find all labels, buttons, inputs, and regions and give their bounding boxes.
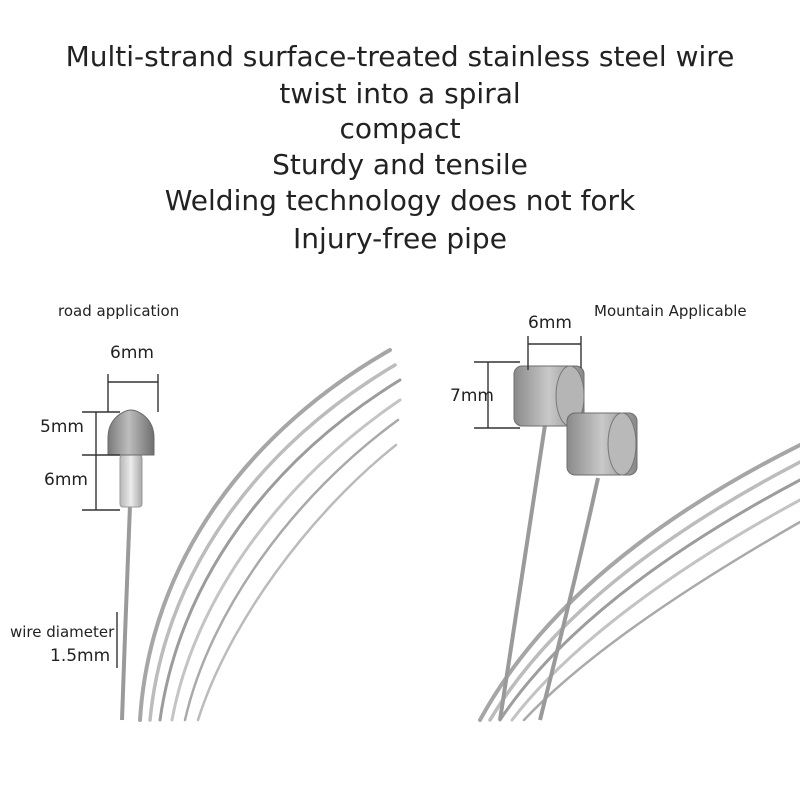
headline-line-4: Sturdy and tensile xyxy=(272,148,528,181)
mountain-cable-end-1 xyxy=(513,365,585,427)
headline-line-6: Injury-free pipe xyxy=(293,222,507,255)
road-head-width-label: 6mm xyxy=(110,343,154,363)
headline-line-5: Welding technology does not fork xyxy=(164,184,636,217)
mountain-cable-coil xyxy=(478,443,800,722)
mountain-dimension-lines xyxy=(474,336,582,429)
headline-line-2: twist into a spiral xyxy=(279,77,521,110)
wire-diameter-label: wire diameter xyxy=(10,623,115,641)
headline-line-3: compact xyxy=(339,112,461,145)
mountain-head-height-label: 7mm xyxy=(450,386,494,406)
road-dimension-lines xyxy=(82,374,159,668)
mountain-head-width-label: 6mm xyxy=(528,313,572,333)
mountain-cable-end-2 xyxy=(566,412,638,476)
road-neck-height-label: 6mm xyxy=(44,470,88,490)
mountain-cable-wire-2 xyxy=(538,477,600,721)
road-application-title: road application xyxy=(58,302,180,320)
mountain-cable-wire-1 xyxy=(498,424,547,721)
road-cable-end xyxy=(107,409,155,508)
headline-line-1: Multi-strand surface-treated stainless s… xyxy=(65,40,735,73)
road-head-height-label: 5mm xyxy=(40,417,84,437)
road-cable-wire xyxy=(120,504,132,721)
wire-diameter-value: 1.5mm xyxy=(50,646,111,666)
mountain-applicable-title: Mountain Applicable xyxy=(594,302,747,320)
road-cable-coil xyxy=(138,348,402,722)
